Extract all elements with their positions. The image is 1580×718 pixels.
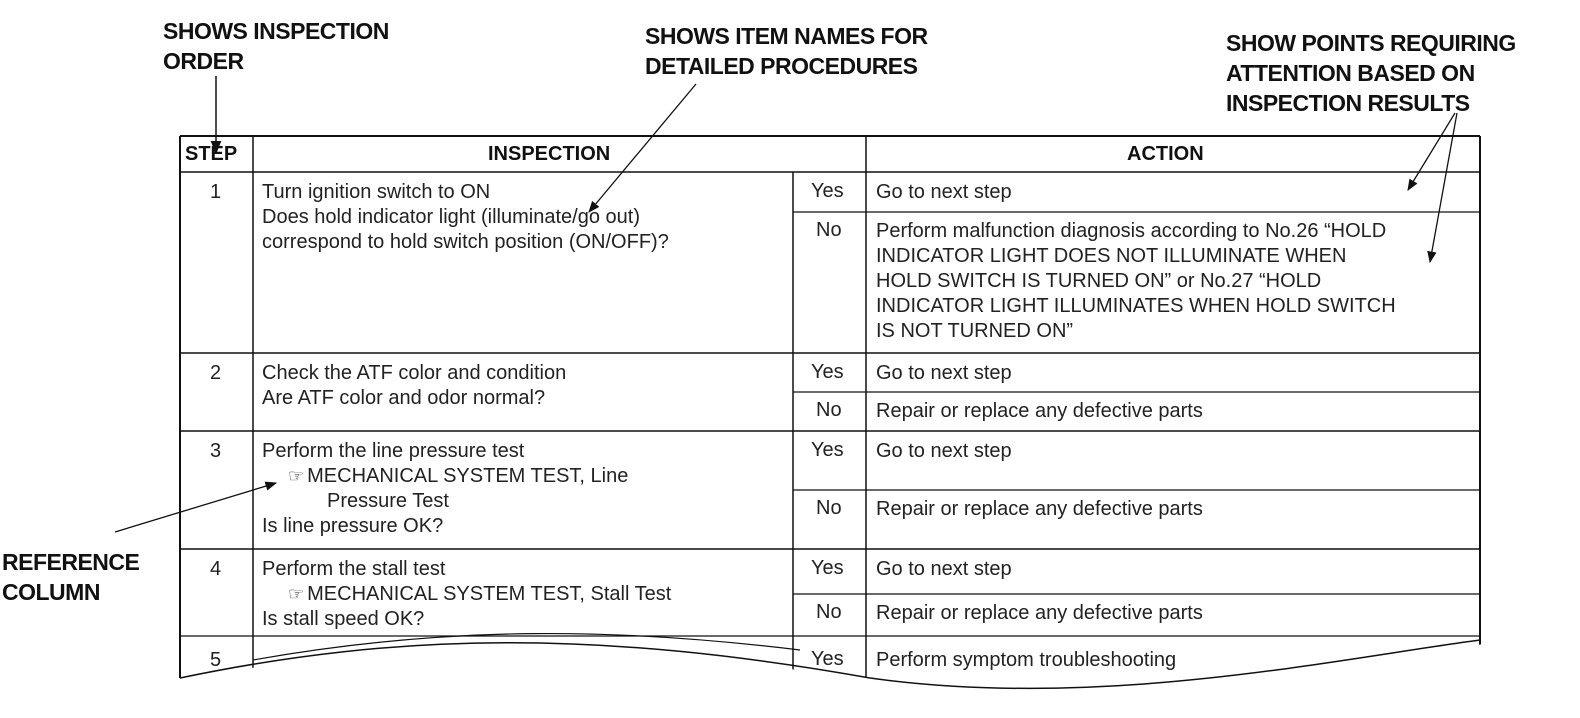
step-number: 4 [210,558,222,580]
callout-item-names: SHOWS ITEM NAMES FOR DETAILED PROCEDURES [645,21,928,81]
header-action: ACTION [1127,143,1204,165]
step-number: 2 [210,362,222,384]
inspection-line: Does hold indicator light (illuminate/go… [262,206,640,228]
yes-label: Yes [811,180,844,202]
callout-attention-points: SHOW POINTS REQUIRING ATTENTION BASED ON… [1226,28,1516,118]
callout-inspection-order: SHOWS INSPECTION ORDER [163,16,389,76]
action-line: IS NOT TURNED ON” [876,320,1074,342]
callout-line: ORDER [163,48,244,74]
reference-text: MECHANICAL SYSTEM TEST, Stall Test [307,583,672,605]
inspection-line: Perform the line pressure test [262,440,525,462]
step-number: 3 [210,440,222,462]
inspection-line: Turn ignition switch to ON [262,181,491,203]
callout-reference-column: REFERENCE COLUMN [2,547,140,607]
action-text: Repair or replace any defective parts [876,400,1203,422]
inspection-line: Is stall speed OK? [262,608,425,630]
no-label: No [816,601,842,623]
action-line: INDICATOR LIGHT ILLUMINATES WHEN HOLD SW… [876,295,1396,317]
callout-line: INSPECTION RESULTS [1226,90,1470,116]
action-line: Perform malfunction diagnosis according … [876,220,1387,242]
yes-label: Yes [811,557,844,579]
step-number: 5 [210,649,222,671]
inspection-line: Is line pressure OK? [262,515,444,537]
inspection-line: Perform the stall test [262,558,446,580]
reference-text: MECHANICAL SYSTEM TEST, Line [307,465,629,487]
action-line: HOLD SWITCH IS TURNED ON” or No.27 “HOLD [876,270,1322,292]
callout-line: SHOW POINTS REQUIRING [1226,30,1516,56]
inspection-cell: Check the ATF color and condition Are AT… [262,361,566,411]
no-label: No [816,497,842,519]
yes-label: Yes [811,648,844,670]
reference-line: ☞MECHANICAL SYSTEM TEST, Stall Test [262,582,671,607]
header-inspection: INSPECTION [488,143,611,165]
callout-line: SHOWS ITEM NAMES FOR [645,23,928,49]
action-text: Go to next step [876,362,1012,384]
action-text: Go to next step [876,181,1012,203]
action-text: Repair or replace any defective parts [876,602,1203,624]
action-text: Perform malfunction diagnosis according … [876,219,1396,344]
yes-label: Yes [811,439,844,461]
inspection-cell: Perform the stall test ☞MECHANICAL SYSTE… [262,557,671,632]
action-text: Go to next step [876,440,1012,462]
inspection-cell: Turn ignition switch to ON Does hold ind… [262,180,669,255]
action-line: INDICATOR LIGHT DOES NOT ILLUMINATE WHEN [876,245,1347,267]
reference-line: Pressure Test [327,490,449,512]
reference-line: ☞MECHANICAL SYSTEM TEST, Line [262,464,628,489]
callout-line: ATTENTION BASED ON [1226,60,1475,86]
action-text: Go to next step [876,558,1012,580]
header-step: STEP [185,143,238,165]
inspection-line: Check the ATF color and condition [262,362,567,384]
yes-label: Yes [811,361,844,383]
inspection-line: Are ATF color and odor normal? [262,387,546,409]
inspection-cell: Perform the line pressure test ☞MECHANIC… [262,439,628,539]
step-number: 1 [210,181,222,203]
action-text: Perform symptom troubleshooting [876,649,1177,671]
callout-line: REFERENCE [2,549,140,575]
pointing-hand-icon: ☞ [288,584,305,604]
no-label: No [816,399,842,421]
callout-line: DETAILED PROCEDURES [645,53,918,79]
callout-line: COLUMN [2,579,100,605]
inspection-line: correspond to hold switch position (ON/O… [262,231,669,253]
pointing-hand-icon: ☞ [288,466,305,486]
action-text: Repair or replace any defective parts [876,498,1203,520]
no-label: No [816,219,842,241]
callout-line: SHOWS INSPECTION [163,18,389,44]
